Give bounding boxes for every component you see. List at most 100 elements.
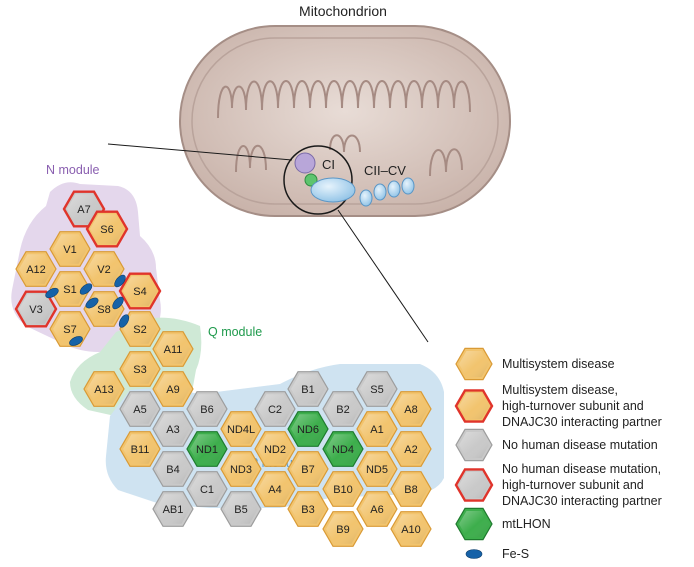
subunit-label: B7 [301, 464, 314, 476]
cristae [217, 80, 471, 177]
subunit-hex-a8: A8 [390, 391, 432, 427]
subunit-hex-c2: C2 [254, 391, 296, 427]
subunit-hex-a3: A3 [152, 411, 194, 447]
subunit-label: A3 [166, 424, 179, 436]
hex-shading [67, 194, 101, 224]
subunit-label: B9 [336, 524, 349, 536]
subunit-hex-nd4l: ND4L [220, 411, 262, 447]
subunit-label: B4 [166, 464, 179, 476]
subunit-label: S8 [97, 304, 110, 316]
hex-shading [190, 434, 224, 464]
hex-shading [53, 234, 87, 264]
hex-shading [394, 434, 428, 464]
legend-item-fes: Fe-S [465, 547, 529, 561]
subunit-hex-a4: A4 [254, 471, 296, 507]
subunit-hex-b5: B5 [220, 491, 262, 527]
subunit-label: ND4 [332, 444, 354, 456]
hex-shading [156, 374, 190, 404]
subunit-label: A13 [94, 384, 114, 396]
hex-shading [90, 214, 124, 244]
subunit-label: S6 [100, 224, 113, 236]
cii-cv-label: CII–CV [364, 163, 406, 178]
fe-s-cluster-icon [118, 314, 130, 328]
subunit-hex-b3: B3 [287, 491, 329, 527]
subunit-label: B1 [301, 384, 314, 396]
subunit-label: A4 [268, 484, 281, 496]
hex-shading [291, 454, 325, 484]
hex-shading [123, 434, 157, 464]
hex-shading [394, 514, 428, 544]
subunit-hex-b11: B11 [119, 431, 161, 467]
hex-shading [123, 394, 157, 424]
zoom-circle [283, 145, 353, 215]
hex-shading [291, 414, 325, 444]
hex-shading [326, 434, 360, 464]
subunit-label: B3 [301, 504, 314, 516]
subunit-hex-c1: C1 [186, 471, 228, 507]
subunit-hex-s4: S4 [118, 272, 162, 310]
subunit-hex-nd4: ND4 [322, 431, 364, 467]
subunit-hex-s2: S2 [119, 311, 161, 347]
connector-line-right [337, 209, 429, 343]
subunit-label: B10 [333, 484, 353, 496]
ci-n-arm [294, 152, 316, 174]
ci-p-arm [310, 177, 356, 203]
subunit-label: S1 [63, 284, 76, 296]
subunit-hex-s3: S3 [119, 351, 161, 387]
fe-s-cluster-icon [69, 336, 83, 346]
subunit-label: A10 [401, 524, 421, 536]
subunit-hex-v1: V1 [49, 231, 91, 267]
fe-s-clusters [45, 274, 130, 346]
subunit-hex-b4: B4 [152, 451, 194, 487]
mitochondrion: CI CII–CV [179, 25, 511, 217]
subunit-label: A12 [26, 264, 46, 276]
legend-label: No human disease mutation [502, 438, 658, 452]
subunit-hex-a12: A12 [15, 251, 57, 287]
subunit-hex-ab1: AB1 [152, 491, 194, 527]
subunit-label: V1 [63, 244, 76, 256]
fe-s-cluster-icon [85, 297, 99, 309]
subunit-label: C2 [268, 404, 282, 416]
subunit-hex-a11: A11 [152, 331, 194, 367]
subunit-hex-nd1: ND1 [186, 431, 228, 467]
hex-shading [326, 394, 360, 424]
subunit-hex-s1: S1 [49, 271, 91, 307]
legend-label: high-turnover subunit and [502, 478, 644, 492]
subunit-label: B11 [131, 444, 150, 456]
subunit-label: B2 [336, 404, 349, 416]
hex-shading [394, 394, 428, 424]
fe-s-cluster-icon [45, 287, 59, 299]
legend-label: high-turnover subunit and [502, 399, 644, 413]
hex-shading [87, 254, 121, 284]
subunit-hex-a13: A13 [83, 371, 125, 407]
subunit-hex-nd6: ND6 [287, 411, 329, 447]
hex-shading [156, 414, 190, 444]
hex-shading [291, 494, 325, 524]
hex-shading [326, 514, 360, 544]
legend-label: Fe-S [502, 547, 529, 561]
hex-shading [326, 474, 360, 504]
subunit-hex-b9: B9 [322, 511, 364, 547]
subunit-label: ND3 [230, 464, 252, 476]
subunit-label: A6 [370, 504, 383, 516]
legend-hex-shading [459, 393, 489, 419]
subunit-label: S4 [133, 286, 146, 298]
legend-label: DNAJC30 interacting partner [502, 494, 662, 508]
hex-shading [190, 394, 224, 424]
subunit-hex-nd2: ND2 [254, 431, 296, 467]
legend-hex-shading [459, 351, 489, 377]
subunit-label: A9 [166, 384, 179, 396]
subunit-hex-b2: B2 [322, 391, 364, 427]
subunit-hex-b1: B1 [287, 371, 329, 407]
fe-s-cluster-icon [114, 274, 126, 288]
ci-label: CI [322, 157, 335, 172]
legend-label: mtLHON [502, 517, 551, 531]
subunit-hex-b7: B7 [287, 451, 329, 487]
hex-shading [87, 374, 121, 404]
legend-hex-shading [459, 472, 489, 498]
subunit-label: B6 [200, 404, 213, 416]
hex-shading [123, 354, 157, 384]
hex-shading [360, 454, 394, 484]
